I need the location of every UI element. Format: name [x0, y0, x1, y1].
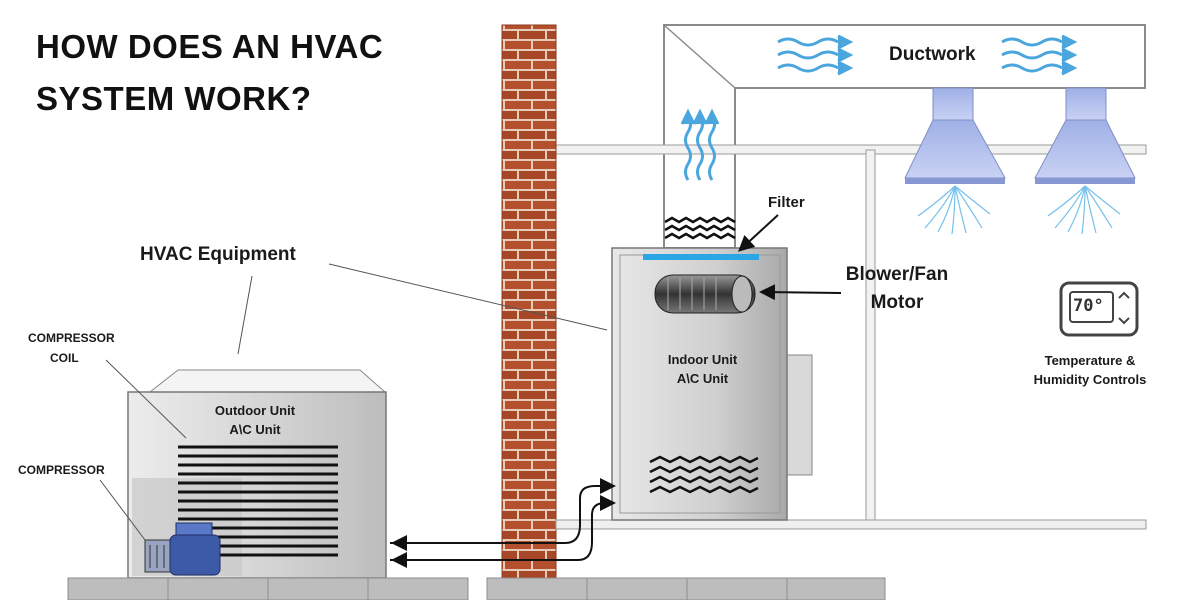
blower-label-line-2: Motor: [870, 292, 924, 313]
hvac-equipment-label: HVAC Equipment: [140, 244, 296, 265]
page-title-line-1: HOW DOES AN HVAC: [36, 28, 384, 65]
filter-label: Filter: [768, 194, 805, 211]
blower-fan-motor: [654, 274, 756, 314]
duct-coil: [664, 216, 736, 240]
vent-diffuser-2: [1034, 87, 1136, 184]
vent-diffuser-1: [904, 87, 1006, 184]
condenser-grille: [178, 445, 338, 557]
outdoor-unit-label-line-2: A\C Unit: [229, 422, 281, 437]
cool-air-spray-2: [1047, 185, 1121, 235]
indoor-unit-label-line-1: Indoor Unit: [667, 352, 738, 367]
outdoor-unit: [127, 369, 387, 579]
page-title-line-2: SYSTEM WORK?: [36, 80, 312, 117]
concrete-pads: [67, 577, 886, 600]
floor-slab: [555, 519, 1147, 530]
brick-chimney: [501, 24, 557, 582]
indoor-unit: [611, 247, 813, 521]
cool-air-spray-1: [917, 185, 991, 235]
compressor-coil-label-line-1: COMPRESSOR: [28, 331, 115, 345]
thermostat-display: 70°: [1073, 296, 1104, 316]
blower-label-line-1: Blower/Fan: [845, 264, 949, 285]
airflow-arrows-left: [777, 34, 854, 76]
airflow-arrows-up: [680, 108, 720, 181]
outdoor-unit-label-line-1: Outdoor Unit: [214, 403, 296, 418]
compressor-pump: [144, 522, 221, 576]
indoor-unit-label-line-2: A\C Unit: [676, 371, 729, 386]
indoor-coil: [649, 455, 759, 494]
controls-label-line-1: Temperature &: [1044, 353, 1136, 368]
filter-bar: [643, 254, 759, 260]
refrigerant-lines: [390, 478, 616, 568]
compressor-coil-label-line-2: COIL: [50, 351, 79, 365]
airflow-arrows-right: [1001, 34, 1078, 76]
controls-label-line-2: Humidity Controls: [1033, 372, 1147, 387]
pointer-arrows: [738, 214, 842, 301]
compressor-label: COMPRESSOR: [18, 463, 105, 477]
ductwork-label: Ductwork: [889, 44, 976, 65]
thermostat-icon: [1059, 281, 1139, 337]
leader-lines: [99, 263, 608, 541]
